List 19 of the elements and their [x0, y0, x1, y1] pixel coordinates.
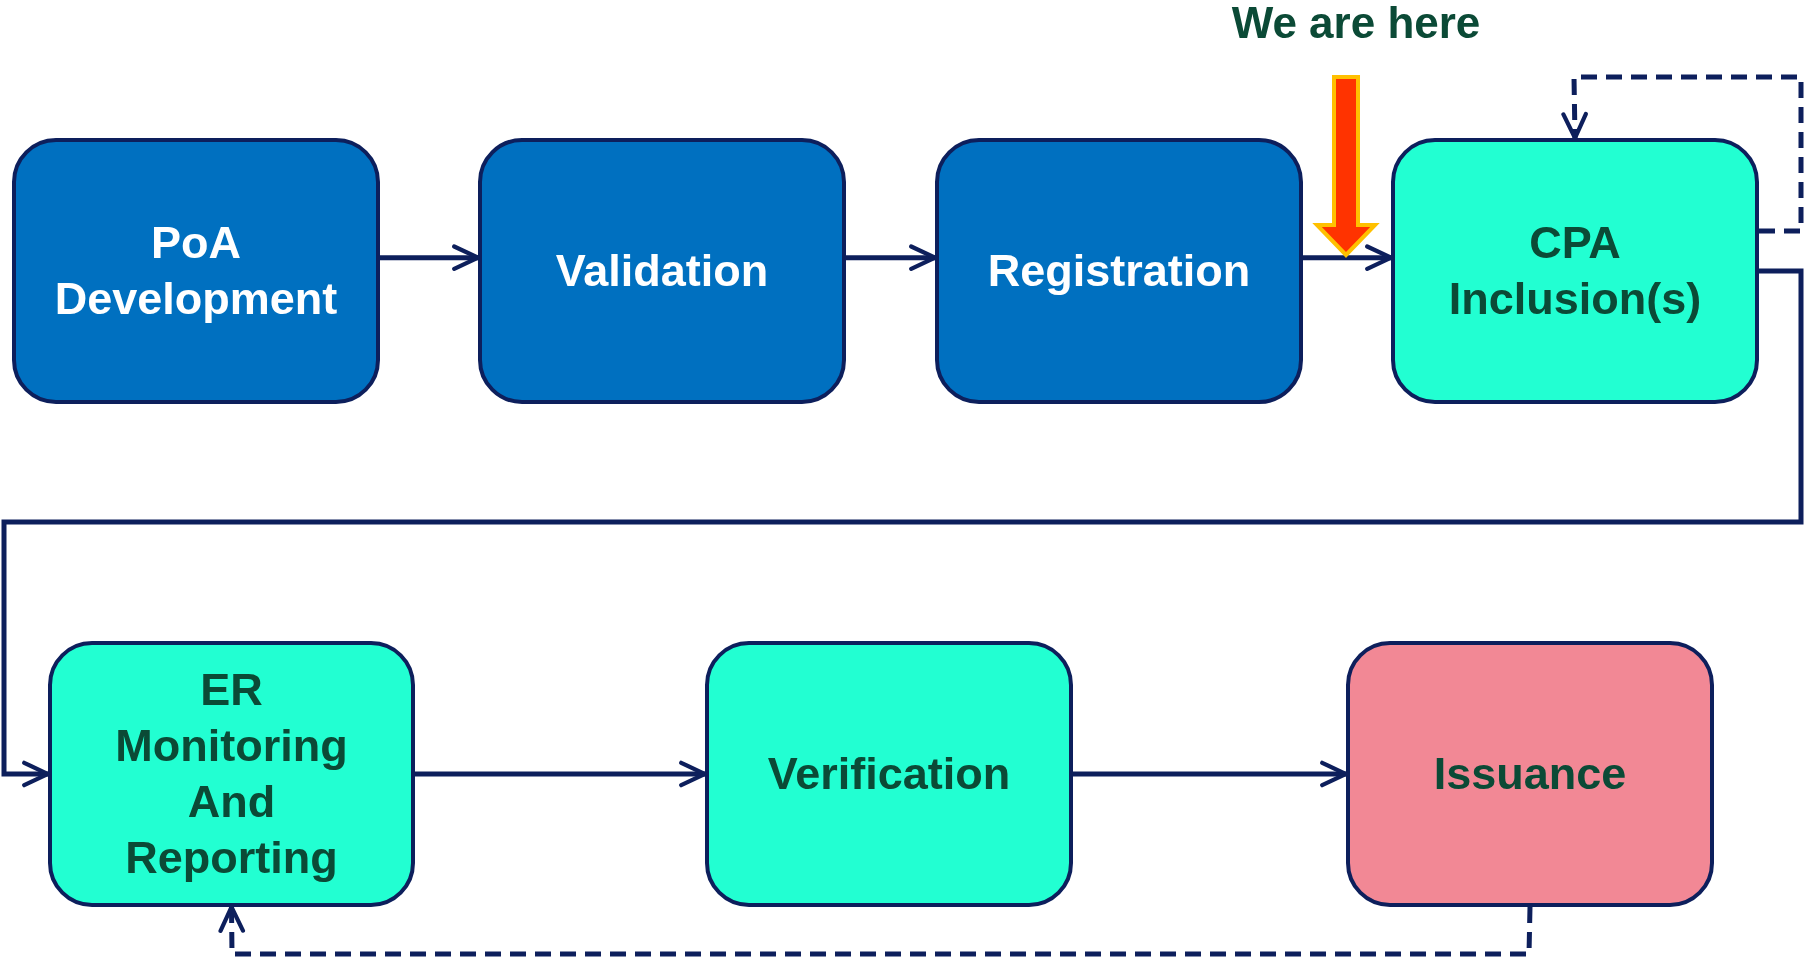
- arrow: [1, 268, 1804, 788]
- step-label: Validation: [555, 243, 769, 298]
- process-box: [1346, 641, 1714, 907]
- step-label: ER Monitoring And Reporting: [114, 662, 349, 886]
- step-label: PoA Development: [53, 215, 339, 326]
- step-label: CPA Inclusion(s): [1447, 215, 1703, 326]
- process-box: [935, 138, 1303, 404]
- process-box: [705, 641, 1073, 907]
- arrow: [218, 904, 1533, 957]
- pointer-arrow: [1312, 75, 1380, 258]
- annotation-text: We are here: [1231, 0, 1481, 48]
- process-box: [48, 641, 415, 907]
- step-label: Registration: [987, 243, 1251, 298]
- arrow: [1561, 74, 1804, 234]
- step-label: Issuance: [1433, 746, 1627, 801]
- step-label: Verification: [767, 746, 1011, 801]
- process-box: [1391, 138, 1759, 404]
- process-box: [478, 138, 846, 404]
- process-box: [12, 138, 380, 404]
